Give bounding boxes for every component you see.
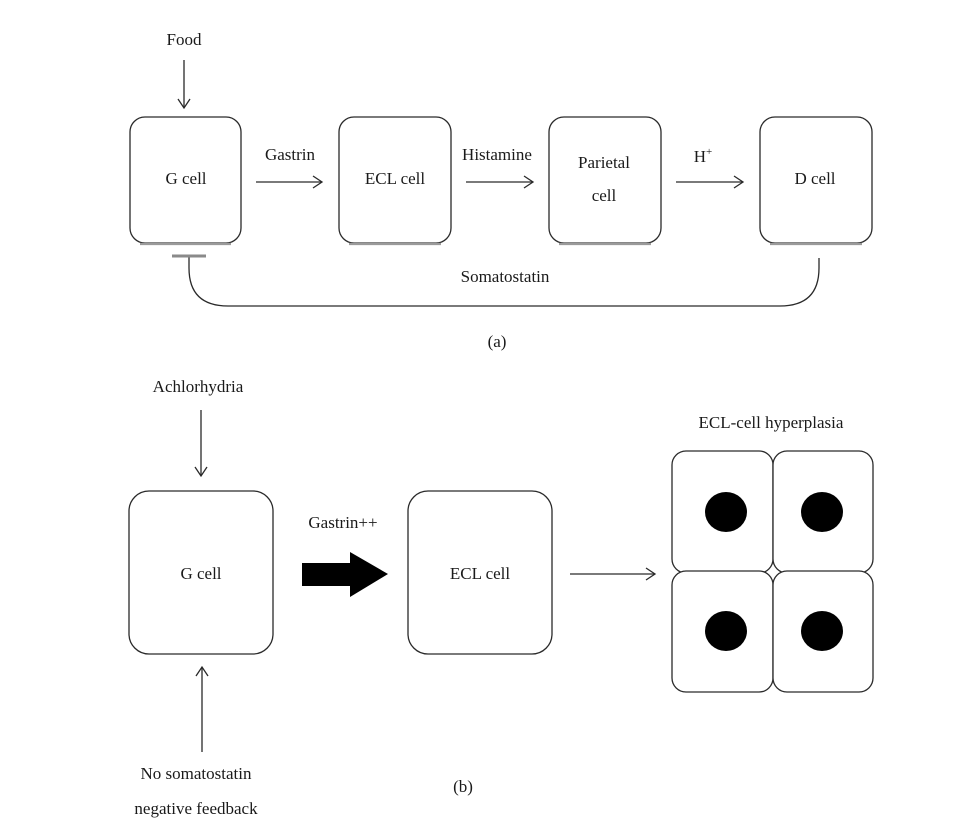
parietal-label-line2: cell xyxy=(592,186,617,205)
ecl-cell-label-a: ECL cell xyxy=(365,169,426,188)
hyperplasia-cell-cluster xyxy=(671,450,874,693)
panel-a: Food G cell Gastrin ECL cell Histamine xyxy=(129,30,873,351)
no-feedback-label-line1: No somatostatin xyxy=(141,764,252,783)
no-feedback-label-line2: negative feedback xyxy=(134,799,258,818)
achlorhydria-label: Achlorhydria xyxy=(153,377,244,396)
nucleus-bottom-right xyxy=(801,611,843,651)
food-label: Food xyxy=(167,30,202,49)
nucleus-bottom-left xyxy=(705,611,747,651)
h-plus-label: H+ xyxy=(694,146,713,166)
histamine-arrow xyxy=(466,175,535,189)
g-cell-box-b: G cell xyxy=(128,490,274,655)
hyperplasia-arrow xyxy=(570,567,657,581)
parietal-cell-box: Parietal cell xyxy=(548,116,662,246)
gastrin-label: Gastrin xyxy=(265,145,316,164)
histamine-label: Histamine xyxy=(462,145,532,164)
parietal-label-line1: Parietal xyxy=(578,153,630,172)
d-cell-box: D cell xyxy=(759,116,873,246)
ecl-cell-label-b: ECL cell xyxy=(450,564,511,583)
panel-b: Achlorhydria G cell No somatostatin nega… xyxy=(128,377,874,818)
achlorhydria-arrow xyxy=(194,410,208,478)
d-cell-label: D cell xyxy=(794,169,835,188)
ecl-cell-box-a: ECL cell xyxy=(338,116,452,246)
caption-a: (a) xyxy=(488,332,507,351)
g-cell-label-b: G cell xyxy=(180,564,221,583)
somatostatin-feedback-path xyxy=(172,254,820,307)
g-cell-label-a: G cell xyxy=(165,169,206,188)
nucleus-top-left xyxy=(705,492,747,532)
no-feedback-arrow xyxy=(195,665,209,752)
somatostatin-label: Somatostatin xyxy=(461,267,550,286)
caption-b: (b) xyxy=(453,777,473,796)
gastrin-pp-label: Gastrin++ xyxy=(308,513,377,532)
gastrin-arrow xyxy=(256,175,324,189)
ecl-cell-box-b: ECL cell xyxy=(407,490,553,655)
h-plus-arrow xyxy=(676,175,745,189)
gastrin-bold-arrow xyxy=(302,552,388,597)
hyperplasia-label: ECL-cell hyperplasia xyxy=(699,413,844,432)
g-cell-box-a: G cell xyxy=(129,116,242,246)
nucleus-top-right xyxy=(801,492,843,532)
food-arrow xyxy=(177,60,191,110)
